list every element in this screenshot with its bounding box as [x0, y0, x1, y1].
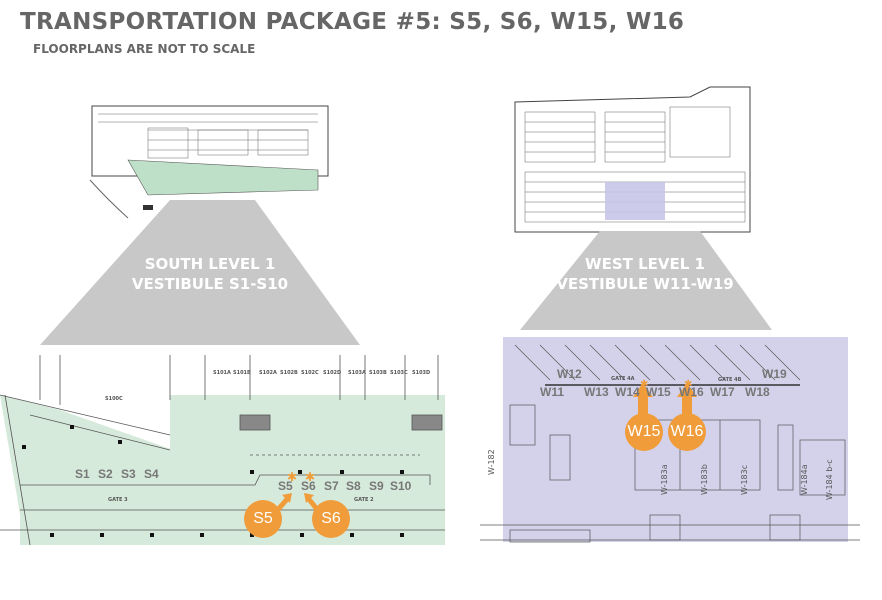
vestibule-label: W19 — [762, 367, 787, 381]
room-label: S101B — [233, 370, 251, 376]
vestibule-label: W11 — [540, 385, 565, 399]
vestibule-label: W12 — [557, 367, 582, 381]
south-level-label: SOUTH LEVEL 1 — [144, 255, 276, 273]
vestibule-label: S8 — [346, 479, 361, 493]
gate-label: GATE 3 — [108, 497, 128, 503]
west-level-label: WEST LEVEL 1 — [585, 255, 705, 273]
room-label: W-183b — [700, 464, 709, 495]
west-vestibule-label: VESTIBULE W11-W19 — [556, 275, 734, 293]
room-label: S100C — [105, 396, 123, 402]
room-label: S102D — [323, 370, 342, 376]
west-title: WEST LEVEL 1 VESTIBULE W11-W19 — [540, 254, 750, 294]
callout-w16: W16 — [668, 413, 706, 451]
room-label: W-184 b-c — [825, 459, 834, 500]
vestibule-label: W13 — [584, 385, 609, 399]
room-label: S103D — [412, 370, 431, 376]
room-label: S102A — [259, 370, 277, 376]
vestibule-label: S10 — [390, 479, 412, 493]
vestibule-label: W17 — [710, 385, 735, 399]
callout-s6: S6 — [312, 500, 350, 538]
room-label: S103A — [348, 370, 366, 376]
page-subtitle: FLOORPLANS ARE NOT TO SCALE — [33, 42, 256, 56]
vestibule-label: S9 — [369, 479, 384, 493]
room-label: S103C — [390, 370, 408, 376]
vestibule-label: W18 — [745, 385, 770, 399]
west-zoom-triangle — [520, 231, 772, 330]
vestibule-label: W14 — [615, 385, 640, 399]
south-title: SOUTH LEVEL 1 VESTIBULE S1-S10 — [105, 254, 315, 294]
vestibule-label: S7 — [324, 479, 339, 493]
vestibule-label: S1 — [75, 467, 90, 481]
room-label: W-183a — [660, 464, 669, 495]
room-label: S102B — [280, 370, 298, 376]
room-label: S102C — [301, 370, 319, 376]
vestibule-label: S4 — [144, 467, 159, 481]
room-label: S103B — [369, 370, 387, 376]
west-thumbnail-plan — [514, 86, 751, 233]
room-label: W-183c — [740, 464, 749, 495]
vestibule-label: W16 — [679, 385, 704, 399]
gate-label: GATE 4B — [718, 377, 742, 383]
callout-w15: W15 — [625, 413, 663, 451]
w15-marker-icon: ✱ — [640, 379, 648, 390]
room-label: S101A — [213, 370, 231, 376]
s6-marker-icon: ✱ — [305, 470, 315, 484]
vestibule-label: W15 — [646, 385, 671, 399]
south-floorplan: ✱ ✱ — [0, 355, 445, 546]
vestibule-label: S5 — [278, 479, 293, 493]
callout-s5: S5 — [244, 500, 282, 538]
vestibule-label: S6 — [301, 479, 316, 493]
vestibule-label: S3 — [121, 467, 136, 481]
s5-marker-icon: ✱ — [287, 470, 297, 484]
gate-label: GATE 4A — [611, 376, 635, 382]
room-label: W-182 — [487, 449, 496, 475]
south-zoom-triangle — [40, 200, 360, 345]
gate-label: GATE 2 — [354, 497, 374, 503]
west-floorplan: ✱ ✱ — [480, 337, 860, 543]
w16-marker-icon: ✱ — [684, 379, 692, 390]
vestibule-label: S2 — [98, 467, 113, 481]
page-title: TRANSPORTATION PACKAGE #5: S5, S6, W15, … — [20, 9, 685, 35]
room-label: W-184a — [800, 464, 809, 495]
south-vestibule-label: VESTIBULE S1-S10 — [131, 275, 289, 293]
